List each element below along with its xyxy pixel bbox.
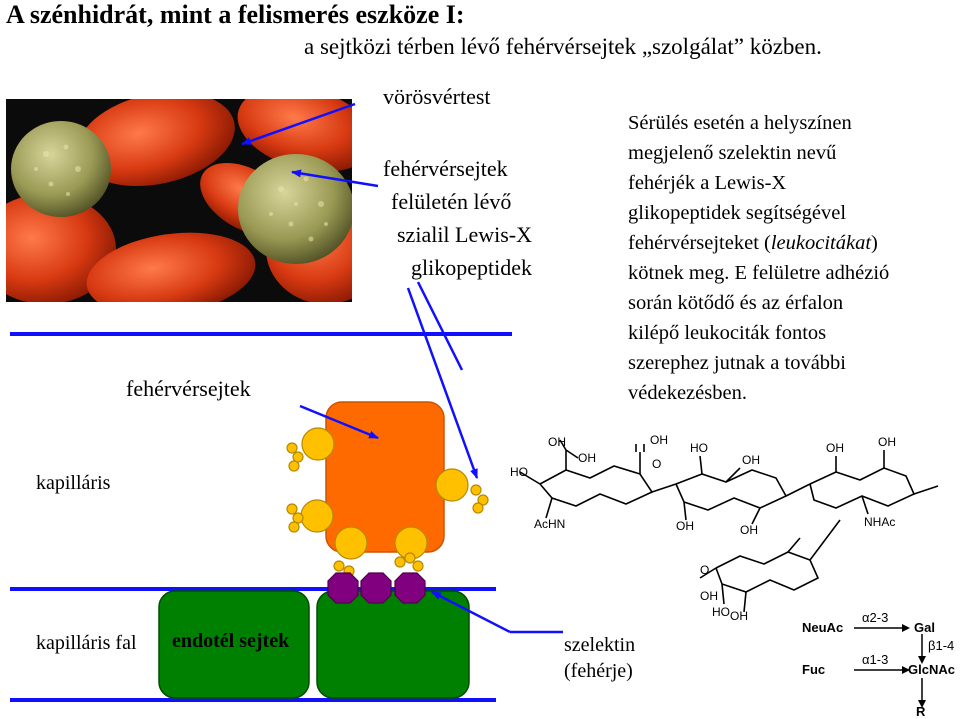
selectin xyxy=(395,573,425,603)
selectin xyxy=(361,573,391,603)
scheme-link-a23: α2-3 xyxy=(862,610,888,625)
structure-o: O xyxy=(700,563,709,577)
structure-oh: OH xyxy=(730,609,748,623)
glcnac-ring xyxy=(810,468,914,508)
arrow-stroke-aux xyxy=(418,282,462,370)
scheme-fuc: Fuc xyxy=(802,662,825,677)
structure-ho: HO xyxy=(690,441,708,455)
scheme-neuac: NeuAc xyxy=(802,620,843,635)
arrow-to-wbc-photo xyxy=(292,172,378,186)
structure-oh: OH xyxy=(650,433,668,447)
scheme-gal: Gal xyxy=(914,620,935,635)
fuc-ring xyxy=(716,552,818,592)
structure-achn: AcHN xyxy=(534,517,565,531)
selectin-group xyxy=(328,573,425,603)
structure-nhac: NHAc xyxy=(864,515,895,529)
structure-oh: OH xyxy=(700,589,718,603)
glycan-ball xyxy=(436,469,468,501)
neuac-ring xyxy=(540,466,652,506)
arrow-to-rbc xyxy=(242,104,355,144)
structure-labels: OH OH HO AcHN OH O HO OH OH OH OH NHAc O… xyxy=(510,433,896,623)
structure-oh: OH xyxy=(578,451,596,465)
linkage-scheme: NeuAc α2-3 Gal β1-4 Fuc α1-3 GlcNAc R xyxy=(802,608,960,719)
structure-oh: OH xyxy=(878,435,896,449)
endothelial-label: endotél sejtek xyxy=(172,630,289,653)
scheme-r: R xyxy=(916,704,925,719)
glycan-ball xyxy=(302,428,334,460)
glycan-ball xyxy=(301,500,333,532)
structure-oh: OH xyxy=(548,435,566,449)
structure-oh: OH xyxy=(676,519,694,533)
structure-o: O xyxy=(652,457,661,471)
selectin xyxy=(328,573,358,603)
structure-ho: HO xyxy=(510,465,528,479)
scheme-glcnac: GlcNAc xyxy=(908,662,955,677)
structure-oh: OH xyxy=(742,453,760,467)
structure-oh: OH xyxy=(826,441,844,455)
endothelial-cell xyxy=(317,591,469,698)
scheme-link-a13: α1-3 xyxy=(862,652,888,667)
glycan-ball xyxy=(335,527,367,559)
scheme-link-b14: β1-4 xyxy=(928,638,954,653)
structure-oh: OH xyxy=(740,523,758,537)
structure-ho: HO xyxy=(712,605,730,619)
